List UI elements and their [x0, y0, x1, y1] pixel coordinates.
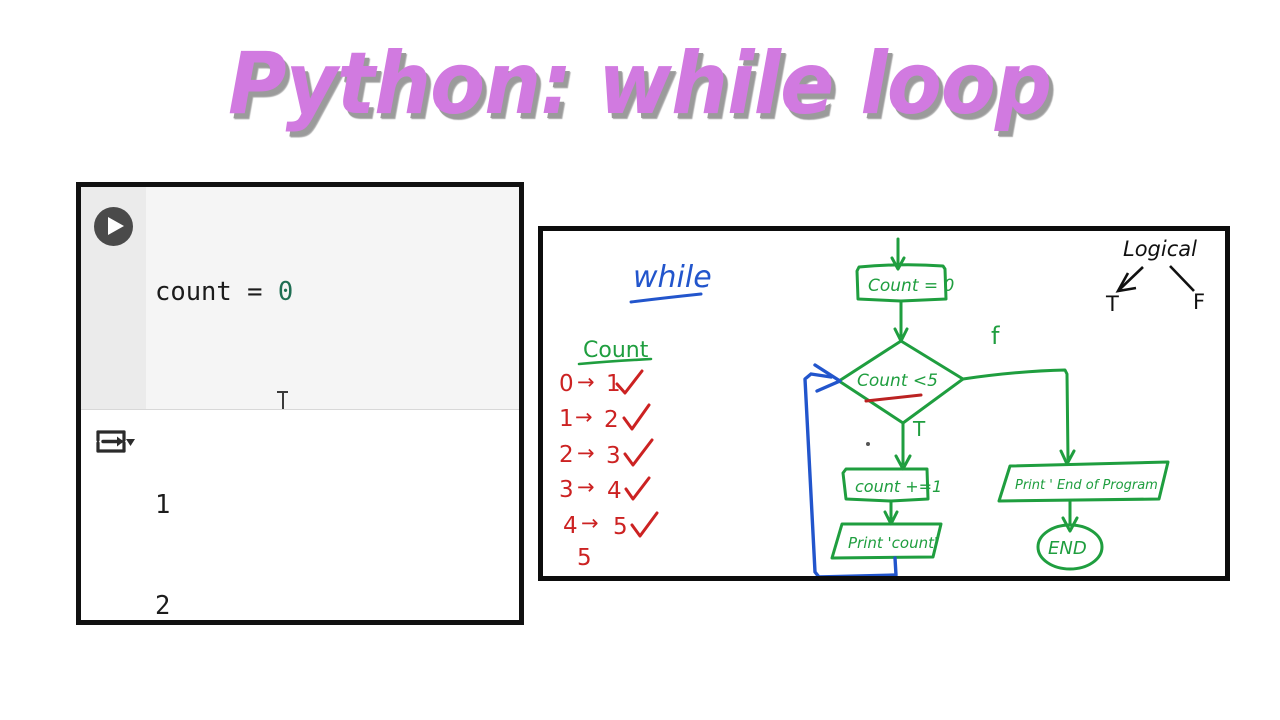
- end-oval-shape: [1036, 523, 1104, 571]
- page-title-text: Python: while loop: [228, 34, 1052, 134]
- code-token-name: count: [155, 277, 248, 307]
- print-end-shape: [997, 460, 1170, 503]
- trace-arrow: →: [581, 511, 599, 535]
- legend-title: Logical: [1123, 237, 1197, 261]
- trace-row: 1 → 2: [559, 403, 651, 433]
- trace-from: 2: [559, 442, 574, 468]
- flow-node-increment: count +=1: [841, 467, 942, 503]
- trace-check-icon: [615, 369, 644, 395]
- play-icon[interactable]: [94, 207, 133, 246]
- output-gutter: [81, 410, 146, 620]
- code-text[interactable]: count = 0 while(count < 5): count += 1 p…: [146, 187, 519, 409]
- end-oval-label: END: [1048, 538, 1087, 559]
- trace-to: 3: [606, 443, 621, 469]
- legend-false-label: F: [1193, 290, 1205, 314]
- code-panel: count = 0 while(count < 5): count += 1 p…: [76, 182, 524, 625]
- cond-label: Count <5: [857, 371, 938, 391]
- print-end-label: Print ' End of Program ': [1015, 478, 1166, 493]
- loop-back-arrowhead: [813, 363, 842, 393]
- trace-header-underline: [577, 357, 653, 366]
- print-count-shape: [830, 522, 943, 560]
- trace-from: 4: [563, 513, 578, 539]
- trace-arrow: →: [577, 370, 595, 394]
- output-text: 1 2 3 4 5 End of Program: [146, 410, 519, 621]
- flow-node-init: Count = 0: [855, 263, 954, 303]
- flow-node-condition: Count <5: [837, 339, 965, 425]
- trace-arrow: →: [577, 441, 595, 465]
- trace-table: Count 0 → 1 1 → 2 2 → 3: [559, 338, 659, 571]
- cond-underline: [864, 393, 923, 403]
- legend-true-label: T: [1105, 292, 1119, 316]
- whiteboard-panel: while Count 0 → 1 1 → 2 2: [538, 226, 1230, 581]
- trace-from: 0: [559, 371, 574, 397]
- loop-back-path: [803, 372, 898, 576]
- stray-dot: [866, 442, 870, 446]
- trace-row: 0 → 1: [559, 369, 644, 397]
- print-end-to-end-arrow: [1061, 516, 1079, 533]
- trace-to: 4: [607, 478, 622, 504]
- trace-arrow: →: [575, 405, 593, 429]
- panel-divider: [81, 409, 519, 410]
- code-editor[interactable]: count = 0 while(count < 5): count += 1 p…: [81, 187, 519, 409]
- trace-arrow: →: [577, 475, 595, 499]
- trace-check-icon: [624, 476, 651, 501]
- print-count-label: Print 'count': [848, 534, 938, 552]
- flow-node-end: END: [1036, 523, 1104, 571]
- flow-node-print-end: Print ' End of Program ': [997, 460, 1170, 503]
- entry-arrow-head: [890, 256, 906, 271]
- legend: Logical T F: [1105, 237, 1205, 316]
- whiteboard-heading: while: [629, 260, 712, 304]
- whiteboard-heading-text: while: [633, 260, 712, 295]
- trace-row: 2 → 3: [559, 438, 654, 469]
- trace-row: 3 → 4: [559, 475, 651, 504]
- incr-box-label: count +=1: [855, 477, 942, 496]
- flow-node-print-count: Print 'count': [830, 522, 943, 560]
- editor-gutter: [81, 187, 146, 409]
- heading-underline: [629, 292, 703, 304]
- code-line-1: count = 0: [155, 274, 519, 311]
- legend-arrow-true-line: [1119, 266, 1144, 290]
- page-title: Python: while loop: [0, 30, 1280, 140]
- code-token-operator: =: [247, 277, 278, 307]
- trace-to: 1: [606, 371, 621, 397]
- trace-check-icon: [622, 403, 651, 431]
- trace-check-icon: [623, 438, 654, 467]
- trace-to: 2: [604, 407, 619, 433]
- output-panel: 1 2 3 4 5 End of Program: [81, 410, 519, 621]
- flowchart-drawing: while Count 0 → 1 1 → 2 2: [559, 237, 1205, 576]
- legend-arrow-false-line: [1169, 265, 1195, 292]
- legend-arrow-true-head: [1115, 272, 1137, 293]
- false-branch-line: [961, 368, 1070, 461]
- branch-false-label: f: [991, 322, 1000, 350]
- trace-from: 1: [559, 406, 574, 432]
- output-line: 1: [155, 490, 171, 520]
- trace-check-icon: [630, 511, 659, 538]
- flowchart: Count = 0 Count <5 T count +=1: [803, 237, 1170, 576]
- trace-final-value: 5: [577, 545, 592, 571]
- trace-to: 5: [613, 514, 628, 540]
- code-token-number: 0: [277, 277, 294, 307]
- init-box-label: Count = 0: [868, 276, 954, 296]
- trace-from: 3: [559, 477, 574, 503]
- branch-true-label: T: [912, 417, 926, 441]
- trace-row: 4 → 5: [563, 511, 659, 540]
- output-arrow-icon[interactable]: [94, 428, 136, 458]
- output-line: 2: [155, 590, 171, 621]
